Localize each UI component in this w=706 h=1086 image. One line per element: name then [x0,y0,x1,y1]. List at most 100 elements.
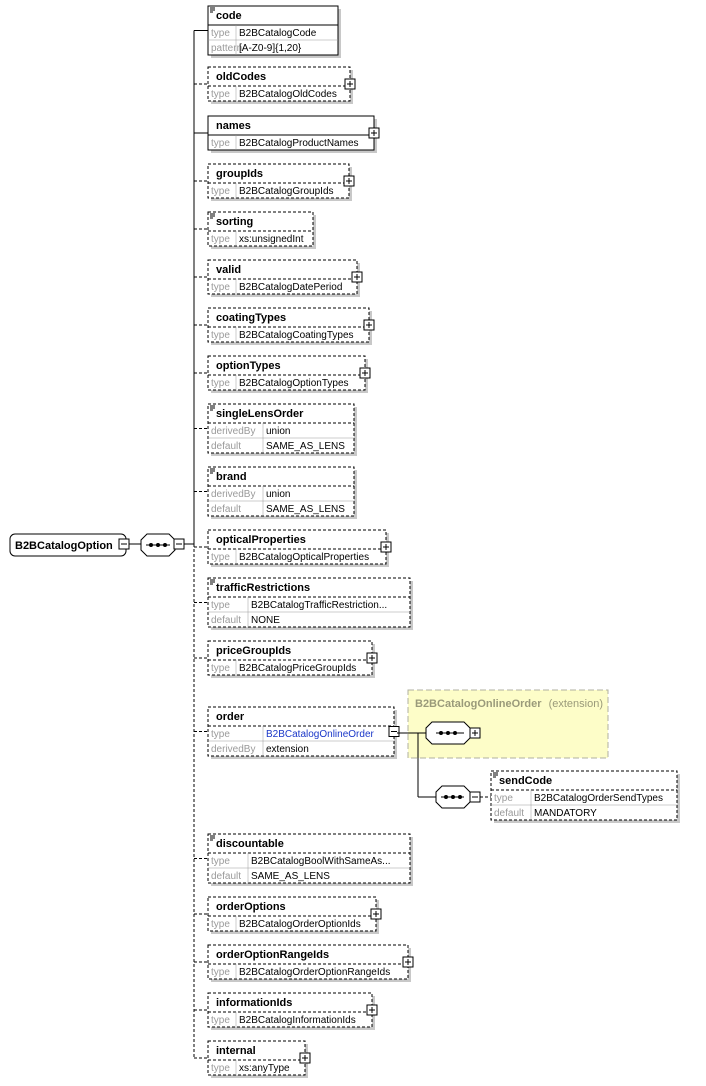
property-label: type [211,967,230,978]
property-label: type [211,1015,230,1026]
sequence-compositor[interactable] [140,533,176,557]
extension-sequence-expand-button[interactable] [469,727,481,739]
property-label: type [211,600,230,611]
property-value: B2BCatalogInformationIds [239,1015,356,1026]
property-value: B2BCatalogDatePeriod [239,282,342,293]
property-value: B2BCatalogCode [239,28,317,39]
root-element[interactable]: B2BCatalogOption [9,533,127,557]
property-value: B2BCatalogProductNames [239,138,359,149]
property-value: MANDATORY [534,808,597,819]
expand-button[interactable] [370,908,382,920]
expand-button[interactable] [344,78,356,90]
element-box [207,66,351,102]
element-box [207,5,339,56]
element-discountable[interactable]: discountable type B2BCatalogBoolWithSameAs… [207,833,413,886]
extension-sequence[interactable] [425,721,471,745]
sequence-dot [149,543,153,547]
sequence-collapse-button[interactable] [173,538,185,550]
expand-button[interactable] [299,1052,311,1064]
element-name: oldCodes [216,71,266,83]
property-value: B2BCatalogPriceGroupIds [239,663,356,674]
extension-subtitle: (extension) [549,698,603,710]
expand-button[interactable] [366,1004,378,1016]
element-name: priceGroupIds [216,645,291,657]
property-value: B2BCatalogCoatingTypes [239,330,354,341]
svg-text:B2BCatalogOnlineOrder (e: B2BCatalogOnlineOrder (extension) [415,698,603,710]
element-coatingTypes[interactable]: coatingTypes type B2BCatalogCoatingTypes [207,307,375,345]
property-value: SAME_AS_LENS [266,504,345,515]
element-name: informationIds [216,997,292,1009]
element-box [490,770,678,821]
property-value: B2BCatalogBoolWithSameAs... [251,856,391,867]
expand-button[interactable] [343,175,355,187]
property-label: type [211,856,230,867]
collapse-button[interactable] [388,726,400,737]
simple-content-icon [493,772,498,778]
element-box [207,992,373,1028]
connector-lines [184,30,208,1059]
expand-button[interactable] [368,127,380,139]
simple-content-icon [210,579,215,585]
element-box [207,640,373,676]
property-label: type [211,330,230,341]
expand-button[interactable] [351,271,363,283]
element-name: names [216,120,251,132]
extension-sequence-2-collapse-button[interactable] [469,791,481,803]
element-informationIds[interactable]: informationIds type B2BCatalogInformationI… [207,992,378,1030]
element-names[interactable]: names type B2BCatalogProductNames [207,115,380,153]
property-label: type [494,793,513,804]
element-name: coatingTypes [216,312,286,324]
property-label: default [211,504,241,515]
element-name: code [216,10,242,22]
simple-content-icon [210,835,215,841]
expand-button[interactable] [366,652,378,664]
element-name: valid [216,264,241,276]
element-box [207,115,375,151]
expand-button[interactable] [380,541,392,553]
property-label: type [211,186,230,197]
property-label: type [211,138,230,149]
property-label: type [211,919,230,930]
element-name: discountable [216,838,284,850]
property-label: default [211,441,241,452]
element-name: internal [216,1045,256,1057]
property-label: type [211,1063,230,1074]
element-name: sendCode [499,775,552,787]
extension-sequence-2[interactable] [435,785,471,809]
property-label: type [211,28,230,39]
sequence-dot [156,543,160,547]
element-name: optionTypes [216,360,281,372]
property-value[interactable]: B2BCatalogOnlineOrder [266,729,375,740]
expand-button[interactable] [363,319,375,331]
expand-button[interactable] [402,956,414,968]
property-label: type [211,234,230,245]
property-label: type [211,282,230,293]
property-value: B2BCatalogOptionTypes [239,378,349,389]
element-valid[interactable]: valid type B2BCatalogDatePeriod [207,259,363,297]
element-name: brand [216,471,247,483]
expand-button[interactable] [359,367,371,379]
element-box [207,259,358,295]
element-box [207,944,409,980]
simple-content-icon [210,468,215,474]
property-value: B2BCatalogOrderOptionIds [239,919,361,930]
root-collapse-button[interactable] [118,538,130,550]
simple-content-icon [210,405,215,411]
